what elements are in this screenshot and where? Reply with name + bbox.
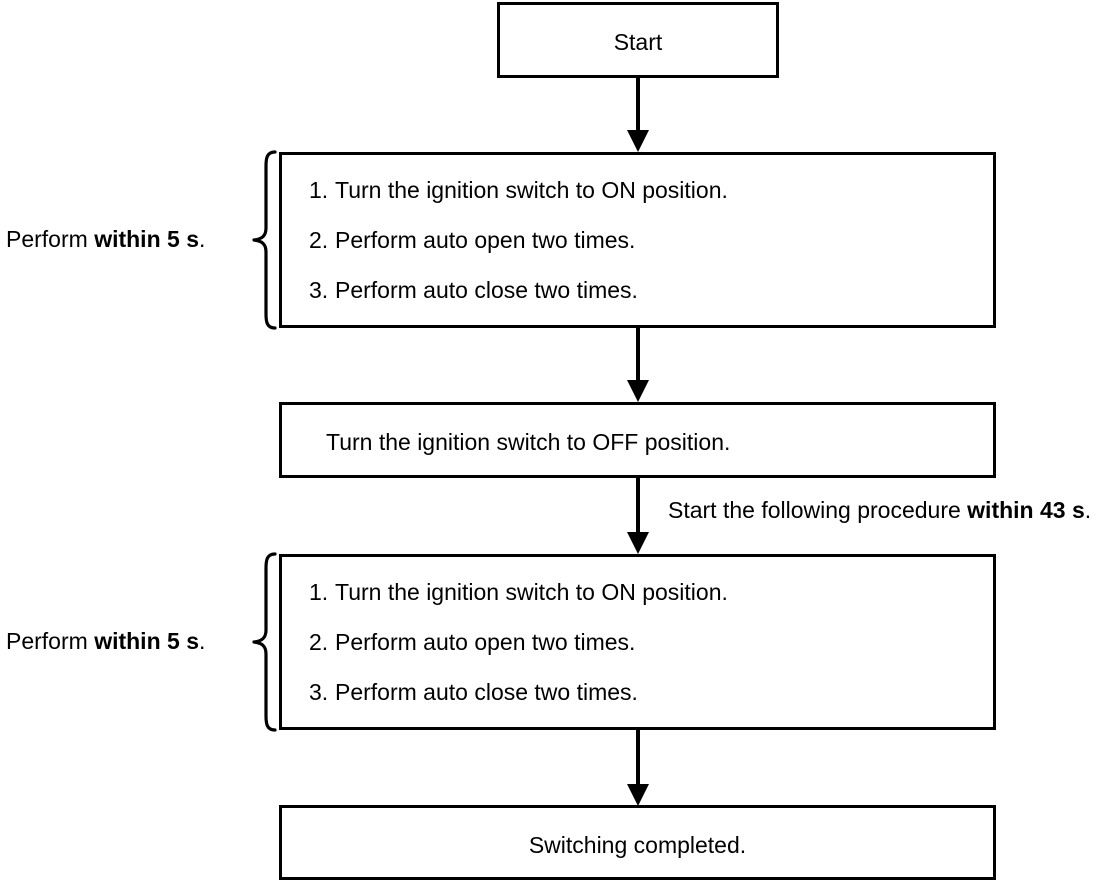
procedure-2-step-2-number: 2. <box>309 629 329 655</box>
label-start-following-within-43s: Start the following procedure within 43 … <box>668 499 1091 522</box>
connector-start-to-procedure-1-arrowhead <box>627 130 649 152</box>
label-perform-within-5s-top-emphasis: within 5 s <box>94 226 199 252</box>
procedure-1-step-2-number: 2. <box>309 227 329 253</box>
label-start-following-within-43s-suffix: . <box>1084 497 1092 523</box>
node-procedure-1: 1.Turn the ignition switch to ON positio… <box>279 152 996 328</box>
label-perform-within-5s-top-prefix: Perform <box>6 226 95 252</box>
procedure-2-step-3-number: 3. <box>309 679 329 705</box>
brace-procedure-1 <box>252 150 277 330</box>
node-start: Start <box>497 2 779 78</box>
node-ignition-off: Turn the ignition switch to OFF position… <box>279 402 996 478</box>
node-completed: Switching completed. <box>279 805 996 880</box>
procedure-1-step-1-text: Turn the ignition switch to ON position. <box>335 177 728 203</box>
label-perform-within-5s-top: Perform within 5 s. <box>6 228 205 251</box>
label-perform-within-5s-bottom-prefix: Perform <box>6 628 95 654</box>
connector-procedure-1-to-ignition-off-arrowhead <box>627 380 649 402</box>
connector-procedure-2-to-completed-arrowhead <box>627 784 649 806</box>
procedure-2-step-3-text: Perform auto close two times. <box>335 679 638 705</box>
procedure-1-step-1: 1.Turn the ignition switch to ON positio… <box>309 179 728 202</box>
procedure-1-step-3-text: Perform auto close two times. <box>335 277 638 303</box>
procedure-2-step-3: 3.Perform auto close two times. <box>309 681 638 704</box>
node-start-label: Start <box>613 29 663 55</box>
procedure-2-step-2-text: Perform auto open two times. <box>335 629 636 655</box>
node-ignition-off-label: Turn the ignition switch to OFF position… <box>326 429 731 455</box>
procedure-1-step-3-number: 3. <box>309 277 329 303</box>
procedure-1-step-2: 2.Perform auto open two times. <box>309 229 635 252</box>
procedure-1-step-1-number: 1. <box>309 177 329 203</box>
connector-procedure-1-to-ignition-off <box>636 328 640 384</box>
label-perform-within-5s-bottom-emphasis: within 5 s <box>94 628 199 654</box>
label-start-following-within-43s-prefix: Start the following procedure <box>668 497 968 523</box>
procedure-2-step-1-text: Turn the ignition switch to ON position. <box>335 579 728 605</box>
procedure-1-step-2-text: Perform auto open two times. <box>335 227 636 253</box>
label-perform-within-5s-bottom-suffix: . <box>198 628 206 654</box>
label-start-following-within-43s-emphasis: within 43 s <box>967 497 1085 523</box>
connector-ignition-off-to-procedure-2-arrowhead <box>627 532 649 554</box>
connector-procedure-2-to-completed <box>636 730 640 788</box>
node-completed-label: Switching completed. <box>528 832 747 858</box>
brace-procedure-2 <box>252 552 277 732</box>
procedure-2-step-1: 1.Turn the ignition switch to ON positio… <box>309 581 728 604</box>
procedure-1-step-3: 3.Perform auto close two times. <box>309 279 638 302</box>
connector-start-to-procedure-1 <box>636 78 640 134</box>
procedure-2-step-2: 2.Perform auto open two times. <box>309 631 635 654</box>
procedure-2-step-1-number: 1. <box>309 579 329 605</box>
label-perform-within-5s-bottom: Perform within 5 s. <box>6 630 205 653</box>
node-procedure-2: 1.Turn the ignition switch to ON positio… <box>279 554 996 730</box>
label-perform-within-5s-top-suffix: . <box>198 226 206 252</box>
connector-ignition-off-to-procedure-2 <box>636 478 640 536</box>
